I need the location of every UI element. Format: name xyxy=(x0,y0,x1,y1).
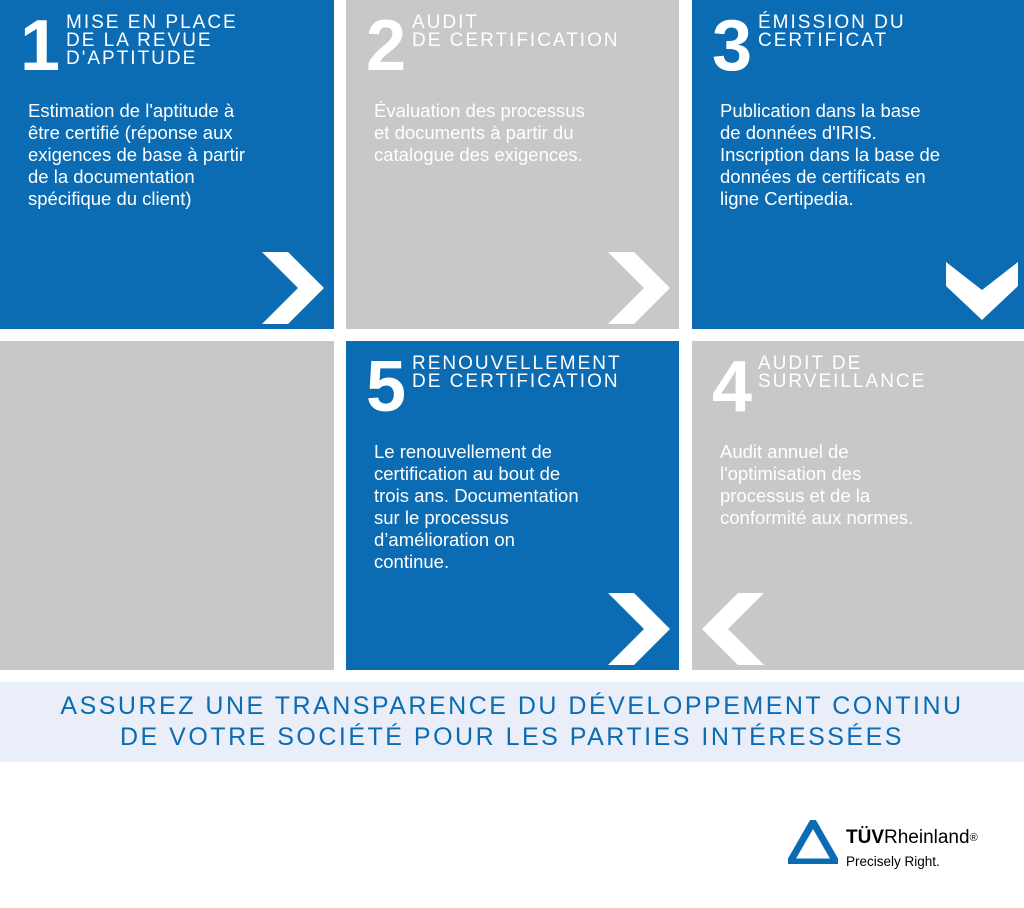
registered-mark: ® xyxy=(969,832,978,844)
step-4-title: AUDIT DE SURVEILLANCE xyxy=(758,353,927,392)
logo-wordmark: TÜVRheinland® xyxy=(846,828,978,848)
step-1-description: Estimation de l'aptitude à être certifié… xyxy=(28,100,245,209)
logo-brand-bold: TÜV xyxy=(846,827,884,848)
chevron-right-icon xyxy=(608,252,670,324)
chevron-right-icon xyxy=(608,593,670,665)
step-5-tile: 5 RENOUVELLEMENT DE CERTIFICATION Le ren… xyxy=(346,341,679,670)
logo-tagline: Precisely Right. xyxy=(846,854,940,869)
step-5-number: 5 xyxy=(366,347,407,427)
step-2-tile: 2 AUDIT DE CERTIFICATION Évaluation des … xyxy=(346,0,679,329)
chevron-left-icon xyxy=(702,593,764,665)
step-3-tile: 3 ÉMISSION DU CERTIFICAT Publication dan… xyxy=(692,0,1024,329)
step-3-description: Publication dans la base de données d'IR… xyxy=(720,100,941,209)
triangle-logo-icon xyxy=(788,820,838,864)
step-3-title: ÉMISSION DU CERTIFICAT xyxy=(758,12,906,51)
banner: ASSUREZ UNE TRANSPARENCE DU DÉVELOPPEMEN… xyxy=(0,682,1024,762)
step-4-tile: 4 AUDIT DE SURVEILLANCE Audit annuel de … xyxy=(692,341,1024,670)
step-4-number: 4 xyxy=(712,347,753,427)
step-3-number: 3 xyxy=(712,6,753,86)
step-1-tile: 1 MISE EN PLACE DE LA REVUE D'APTITUDE E… xyxy=(0,0,334,329)
step-1-number: 1 xyxy=(20,6,61,86)
step-5-description: Le renouvellement de certification au bo… xyxy=(374,441,579,572)
step-1-title: MISE EN PLACE DE LA REVUE D'APTITUDE xyxy=(66,12,238,69)
step-2-title: AUDIT DE CERTIFICATION xyxy=(412,12,620,51)
step-2-number: 2 xyxy=(366,6,407,86)
tuv-rheinland-logo: TÜVRheinland® Precisely Right. xyxy=(788,812,1018,882)
step-2-description: Évaluation des processus et documents à … xyxy=(374,100,585,165)
chevron-down-icon xyxy=(946,262,1018,320)
banner-text: ASSUREZ UNE TRANSPARENCE DU DÉVELOPPEMEN… xyxy=(60,692,964,751)
chevron-right-icon xyxy=(262,252,324,324)
logo-brand-regular: Rheinland xyxy=(884,827,970,848)
step-5-title: RENOUVELLEMENT DE CERTIFICATION xyxy=(412,353,622,392)
empty-tile xyxy=(0,341,334,670)
step-4-description: Audit annuel de l'optimisation des proce… xyxy=(720,441,914,528)
